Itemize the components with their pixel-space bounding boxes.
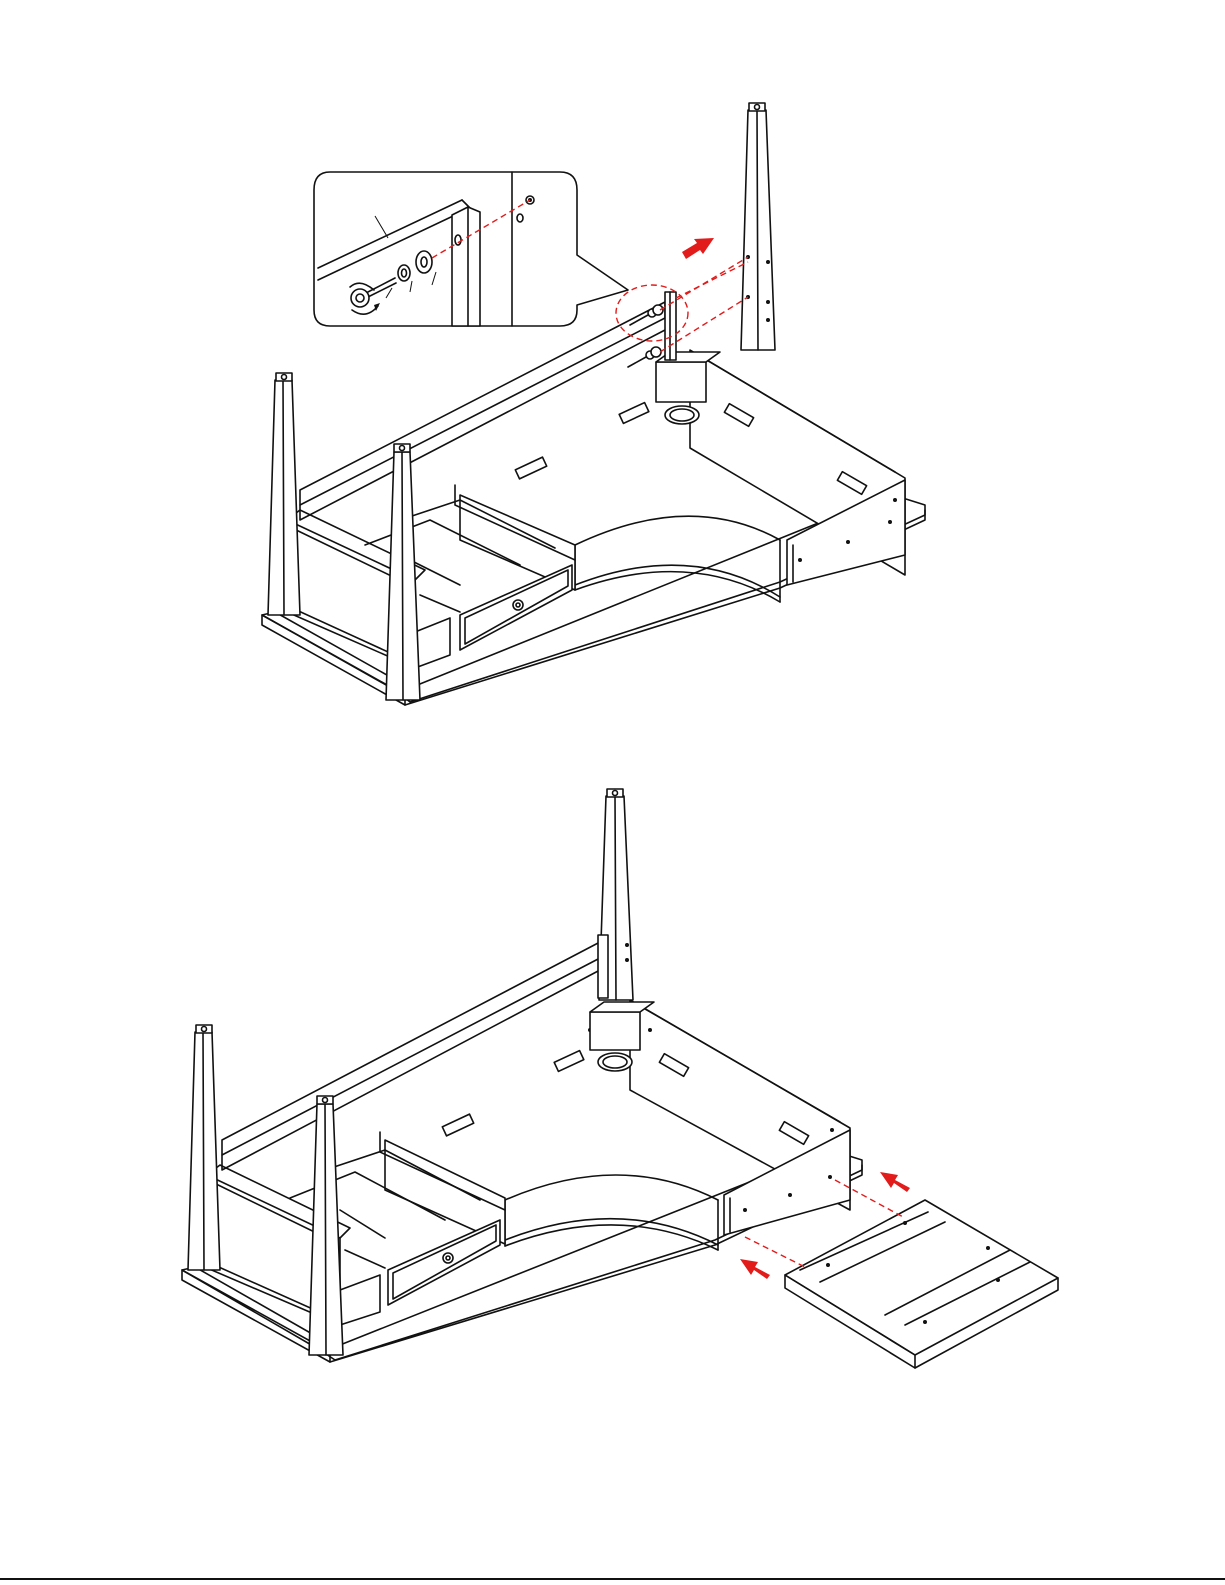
desk-body-step2 — [182, 789, 862, 1362]
page-bottom-rule — [0, 1578, 1225, 1580]
side-panel — [785, 1200, 1058, 1368]
alignment-lines — [616, 257, 748, 352]
detail-callout — [314, 172, 628, 326]
step-2-diagram — [0, 780, 1225, 1380]
desk-body — [262, 292, 925, 705]
direction-arrow — [682, 238, 714, 259]
corner-leg — [741, 103, 775, 350]
step-1-diagram — [0, 0, 1225, 760]
